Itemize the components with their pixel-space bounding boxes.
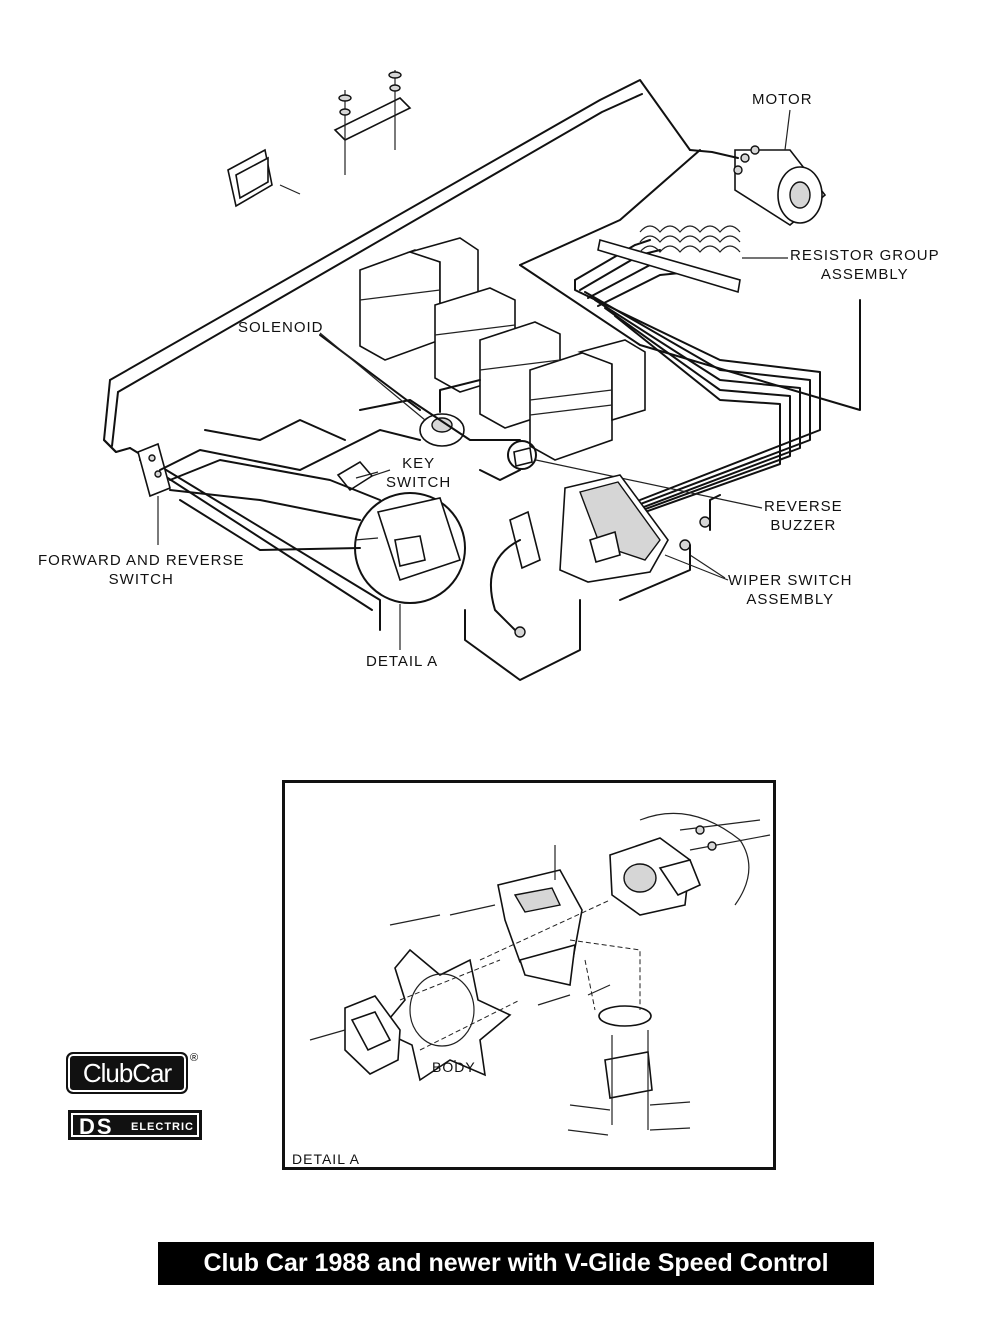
- exploded-parts: [309, 812, 771, 1136]
- detail-a-label: DETAIL A: [366, 653, 439, 670]
- ds-logo-text: DS: [79, 1114, 114, 1139]
- solenoid-drawing: [319, 334, 521, 447]
- detail-a-box-label: DETAIL A: [292, 1151, 360, 1167]
- solenoid-label: SOLENOID: [238, 319, 324, 336]
- registered-mark: ®: [190, 1052, 199, 1064]
- battery-pack: [359, 237, 646, 461]
- clubcar-logo: ClubCar: [66, 1052, 188, 1094]
- motor-drawing: [689, 145, 827, 226]
- resistor-drawing: [597, 225, 788, 294]
- body-label: BODY: [432, 1059, 476, 1075]
- ds-electric-logo: DS ELECTRIC: [68, 1110, 202, 1140]
- caption-banner: Club Car 1988 and newer with V-Glide Spe…: [158, 1242, 874, 1285]
- fwd-rev-switch-drawing: [137, 442, 171, 545]
- detail-a-circle: [354, 492, 466, 650]
- harness-wires: [159, 379, 521, 551]
- detail-a-box: [282, 780, 776, 1170]
- chassis-outline: [103, 79, 861, 631]
- reverse-buzzer-drawing: [507, 440, 763, 509]
- wiper-switch-drawing: [464, 474, 726, 681]
- wiper-harness: [574, 239, 821, 529]
- electric-logo-text: ELECTRIC: [131, 1121, 194, 1133]
- hardware-bracket: [227, 70, 412, 208]
- key-switch-drawing: [336, 460, 391, 492]
- motor-label: MOTOR: [752, 91, 813, 108]
- leader-lines: [319, 109, 791, 581]
